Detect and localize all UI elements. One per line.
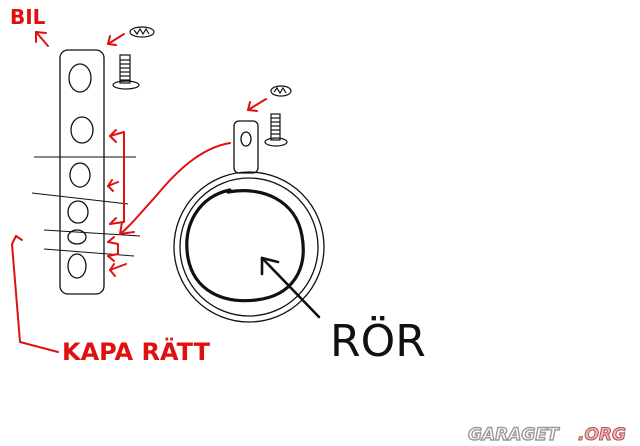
bracket-hole-2 <box>70 116 94 144</box>
bolt-icon <box>112 54 140 90</box>
clamp-pointer-arrow <box>247 98 267 111</box>
nut-icon <box>129 26 155 38</box>
ror-pointer-arrow <box>260 256 321 319</box>
connection-arrow <box>119 142 231 235</box>
label-bil: BIL <box>10 5 46 29</box>
bracket-arrow-small-3 <box>109 263 127 271</box>
bracket-strip <box>59 49 105 295</box>
bracket-hole-4 <box>67 200 89 224</box>
bracket-hole-6 <box>67 253 87 279</box>
bracket-bracket-arrow-1 <box>109 131 125 225</box>
bracket-arrow-small-2 <box>107 241 119 257</box>
bracket-outline <box>59 49 105 295</box>
bracket-hole-1 <box>68 63 92 93</box>
label-kapa-ratt: KAPA RÄTT <box>62 337 211 366</box>
bil-arrow <box>35 31 49 47</box>
watermark: GARAGET .ORG <box>467 424 626 445</box>
red-annotations <box>11 31 267 353</box>
bracket-hole-5 <box>67 229 87 245</box>
watermark-part1: GARAGET <box>468 425 560 445</box>
pipe-cross-section <box>185 188 305 303</box>
bracket-cut-lines <box>31 156 141 257</box>
bracket-arrow-small-1 <box>107 181 119 187</box>
bolt-pointer-arrow <box>107 33 125 45</box>
clamp-bolt-icon <box>264 113 288 147</box>
bracket-hole-3 <box>69 162 91 188</box>
watermark-part2: .ORG <box>578 425 626 445</box>
clamp-tab <box>233 120 259 174</box>
label-ror: RÖR <box>330 315 426 367</box>
pipe-ring <box>173 171 325 323</box>
clamp-nut-icon <box>270 85 292 97</box>
kapa-ratt-leader <box>11 235 59 353</box>
